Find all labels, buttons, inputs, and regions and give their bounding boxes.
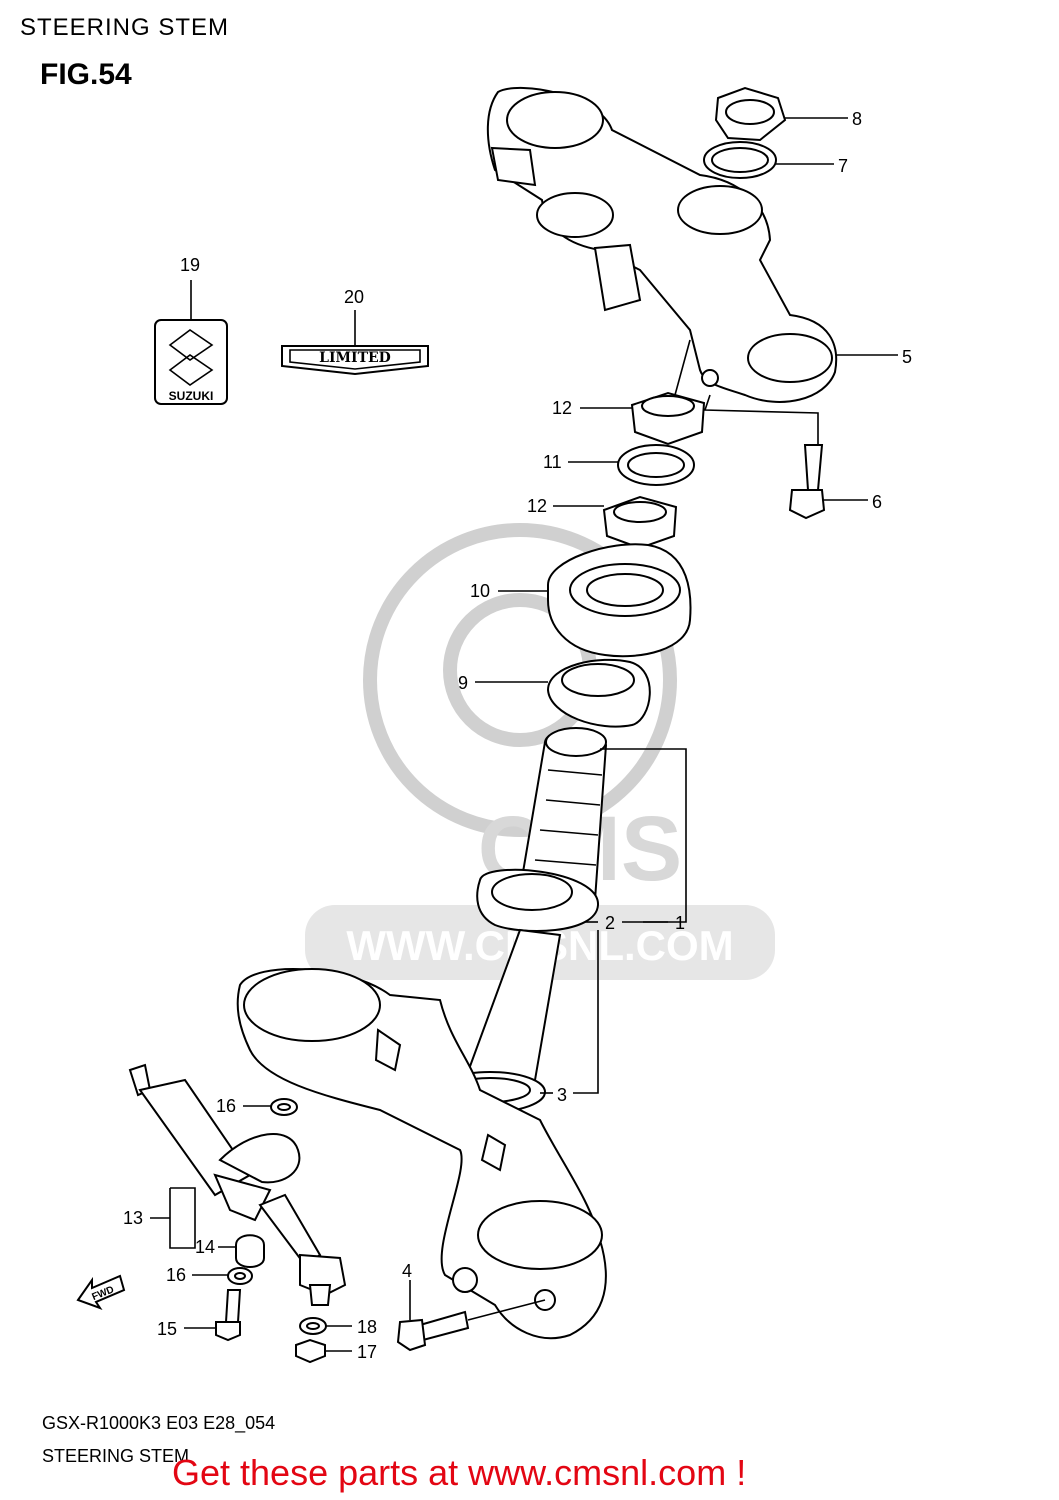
part-12-lower-lock-nut[interactable] — [602, 495, 678, 550]
callout-15[interactable]: 15 — [157, 1319, 177, 1339]
part-16-upper-washer[interactable] — [270, 1098, 298, 1116]
part-20-limited-plate[interactable]: LIMITED — [281, 345, 429, 376]
callout-12-upper[interactable]: 12 — [552, 398, 572, 418]
lower-bracket[interactable] — [236, 967, 607, 1340]
callout-19[interactable]: 19 — [180, 255, 200, 275]
limited-plate-text: LIMITED — [319, 350, 391, 366]
model-code: GSX-R1000K3 E03 E28_054 — [42, 1413, 276, 1433]
part-13-steering-damper[interactable] — [128, 1063, 347, 1306]
callout-1[interactable]: 1 — [675, 913, 685, 933]
callout-5[interactable]: 5 — [902, 347, 912, 367]
callout-6[interactable]: 6 — [872, 492, 882, 512]
figure-label: FIG.54 — [40, 58, 132, 91]
callout-2[interactable]: 2 — [605, 913, 615, 933]
part-11-lock-washer[interactable] — [617, 444, 695, 486]
part-15-bolt[interactable] — [215, 1289, 242, 1342]
page-header: STEERING STEM — [20, 14, 230, 41]
callout-16-lower[interactable]: 16 — [166, 1265, 186, 1285]
part-17-nut[interactable] — [295, 1338, 326, 1364]
callout-20[interactable]: 20 — [344, 287, 364, 307]
callout-10[interactable]: 10 — [470, 581, 490, 601]
forward-direction-arrow: FWD — [76, 1274, 126, 1310]
part-8-stem-nut[interactable] — [714, 86, 787, 142]
callout-12-lower[interactable]: 12 — [527, 496, 547, 516]
section-name: STEERING STEM — [42, 1446, 190, 1466]
part-16-lower-washer[interactable] — [227, 1267, 253, 1285]
part-19-suzuki-emblem[interactable]: SUZUKI — [154, 319, 228, 405]
part-5-upper-bracket[interactable] — [486, 86, 838, 403]
callout-13[interactable]: 13 — [123, 1208, 143, 1228]
callout-7[interactable]: 7 — [838, 156, 848, 176]
callout-11[interactable]: 11 — [543, 452, 562, 472]
part-10-dust-seal[interactable] — [547, 543, 692, 658]
suzuki-emblem-text: SUZUKI — [169, 389, 214, 403]
watermark-ring — [363, 523, 677, 837]
part-4-bolt[interactable] — [396, 1310, 470, 1352]
callout-17[interactable]: 17 — [357, 1342, 377, 1362]
part-7-washer[interactable] — [703, 141, 777, 179]
callout-16-upper[interactable]: 16 — [216, 1096, 236, 1116]
callout-18[interactable]: 18 — [357, 1317, 377, 1337]
callout-9[interactable]: 9 — [458, 673, 468, 693]
leader-lines — [150, 117, 898, 1352]
callout-14[interactable]: 14 — [195, 1237, 215, 1257]
part-9-bearing[interactable] — [546, 658, 651, 728]
callout-4[interactable]: 4 — [402, 1261, 412, 1281]
part-6-bolt[interactable] — [788, 444, 826, 520]
callout-3[interactable]: 3 — [557, 1085, 567, 1105]
callout-labels: 8 7 5 6 12 11 12 10 9 2 1 3 4 16 13 14 1… — [123, 109, 912, 1362]
callout-8[interactable]: 8 — [852, 109, 862, 129]
part-12-upper-lock-nut[interactable] — [630, 391, 706, 446]
part-14-bushing[interactable] — [235, 1234, 265, 1268]
call-to-action-link[interactable]: Get these parts at www.cmsnl.com ! — [172, 1452, 747, 1493]
part-1-steering-stem[interactable] — [463, 727, 608, 1081]
part-18-washer[interactable] — [299, 1317, 327, 1335]
